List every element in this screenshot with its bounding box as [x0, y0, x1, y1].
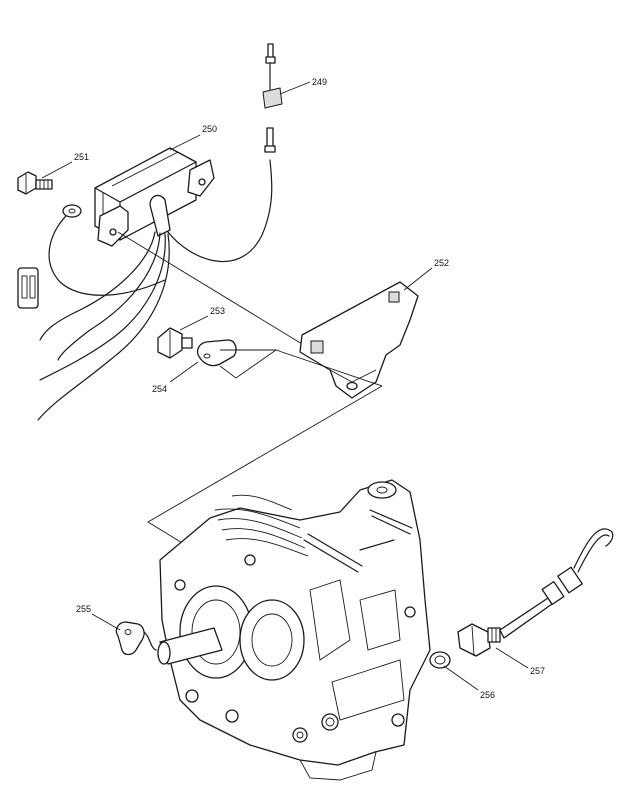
part-255-clip[interactable]	[91, 613, 157, 656]
callout-253: 253	[210, 306, 225, 316]
callout-254: 254	[152, 384, 167, 394]
assembly-leader	[117, 231, 313, 351]
part-252-bracket[interactable]	[299, 267, 433, 399]
callout-251: 251	[74, 152, 89, 162]
part-254-clamp[interactable]	[169, 339, 383, 387]
callout-250: 250	[202, 124, 217, 134]
callout-256: 256	[480, 690, 495, 700]
part-250-module[interactable]	[17, 127, 276, 421]
callout-257: 257	[530, 666, 545, 676]
callout-255: 255	[76, 604, 91, 614]
part-251-bolt[interactable]	[17, 161, 73, 195]
part-253-fitting[interactable]	[157, 315, 209, 359]
part-249-terminal[interactable]	[262, 43, 311, 109]
callout-252: 252	[434, 258, 449, 268]
part-256-washer[interactable]	[429, 651, 479, 691]
part-257-fitting[interactable]	[457, 528, 614, 669]
engine-crankcase	[157, 479, 431, 781]
callout-249: 249	[312, 77, 327, 87]
